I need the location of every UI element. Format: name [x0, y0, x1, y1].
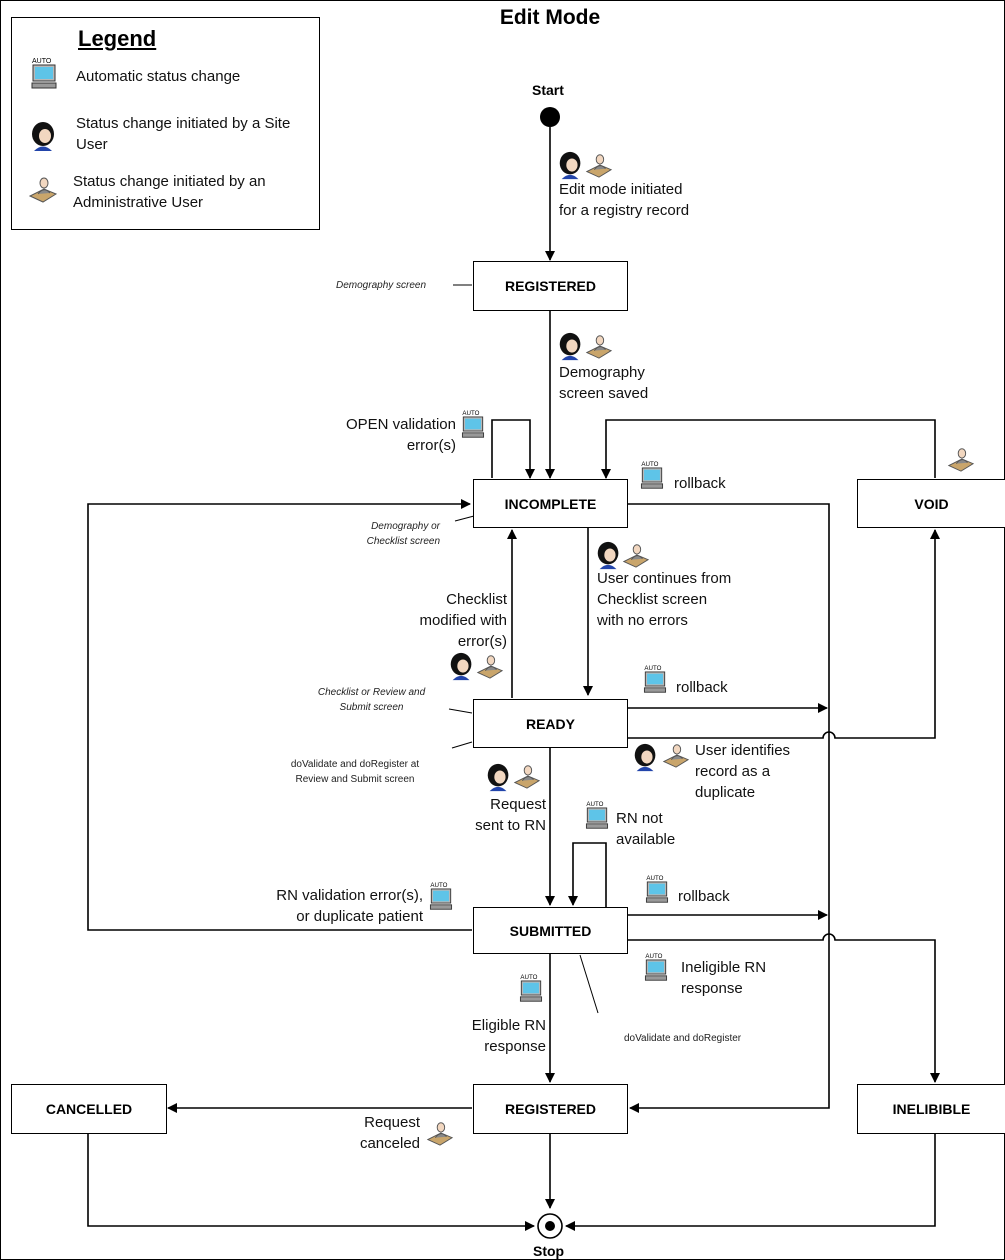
computer-icon: AUTO: [429, 882, 453, 910]
state-submitted: SUBMITTED: [473, 907, 628, 954]
label-user-continues: User continues from Checklist screen wit…: [597, 570, 732, 629]
svg-text:AUTO: AUTO: [646, 875, 663, 882]
label-rn-validation-error: RN validation error(s), or duplicate pat…: [276, 887, 423, 925]
label-user-identifies: User identifies record as a duplicate: [695, 742, 791, 801]
legend-title: Legend: [78, 26, 157, 51]
admin-user-icon: [585, 154, 613, 178]
svg-text:AUTO: AUTO: [430, 882, 447, 889]
state-incomplete: INCOMPLETE: [473, 479, 628, 528]
computer-icon: AUTO: [640, 461, 664, 489]
svg-text:AUTO: AUTO: [520, 974, 537, 981]
admin-user-icon: [28, 177, 58, 203]
label-checklist-modified: Checklist modified with error(s): [419, 591, 507, 650]
label-rollback-ready: rollback: [676, 679, 728, 696]
computer-icon: AUTO: [645, 875, 669, 903]
state-ready: READY: [473, 699, 628, 748]
admin-user-icon: [513, 765, 541, 789]
computer-icon: AUTO: [644, 953, 668, 981]
start-node: [540, 107, 560, 127]
legend-item-admin-user: Status change initiated by an Administra…: [73, 173, 266, 211]
state-cancelled: CANCELLED: [11, 1084, 167, 1134]
state-registered-bottom: REGISTERED: [473, 1084, 628, 1134]
diagram-title: Edit Mode: [499, 6, 601, 29]
label-rollback-incomplete: rollback: [674, 475, 726, 492]
label-rn-not-available: RN not available: [616, 810, 676, 848]
label-ineligible-response: Ineligible RN response: [681, 959, 767, 997]
note-dovalidate: doValidate and doRegister: [624, 1033, 742, 1044]
label-request-canceled: Request canceled: [359, 1114, 420, 1152]
svg-text:AUTO: AUTO: [641, 461, 658, 468]
site-user-icon: [32, 122, 54, 151]
svg-text:AUTO: AUTO: [32, 58, 52, 65]
admin-user-icon: [622, 544, 650, 568]
state-ineligible: INELIBIBLE: [857, 1084, 1005, 1134]
label-request-sent: Request sent to RN: [475, 796, 546, 834]
svg-text:AUTO: AUTO: [644, 665, 661, 672]
legend: Legend AUTO Automatic status change Stat…: [11, 17, 320, 230]
note-checklist-or-review: Checklist or Review and Submit screen: [317, 687, 426, 713]
site-user-icon: [597, 541, 619, 570]
start-label: Start: [532, 82, 564, 98]
stop-label: Stop: [533, 1243, 565, 1259]
site-user-icon: [634, 743, 656, 772]
legend-item-automatic: Automatic status change: [76, 68, 241, 85]
computer-icon: AUTO: [585, 801, 609, 829]
label-open-validation: OPEN validation error(s): [345, 416, 456, 454]
admin-user-icon: [426, 1122, 454, 1146]
note-dovalidate-review: doValidate and doRegister at Review and …: [290, 759, 420, 785]
label-rollback-submitted: rollback: [678, 888, 730, 905]
admin-user-icon: [585, 335, 613, 359]
admin-user-icon: [476, 655, 504, 679]
computer-icon: AUTO: [643, 665, 667, 693]
label-edit-mode-initiated: Edit mode initiated for a registry recor…: [559, 181, 690, 219]
label-eligible-response: Eligible RN response: [471, 1017, 546, 1055]
note-demography-screen: Demography screen: [336, 280, 427, 291]
computer-icon: AUTO: [519, 974, 543, 1002]
admin-user-icon: [662, 744, 690, 768]
site-user-icon: [559, 151, 581, 180]
svg-text:AUTO: AUTO: [586, 801, 603, 808]
site-user-icon: [559, 332, 581, 361]
state-registered-top: REGISTERED: [473, 261, 628, 311]
site-user-icon: [487, 763, 509, 792]
site-user-icon: [450, 652, 472, 681]
legend-item-site-user: Status change initiated by a Site User: [76, 115, 291, 153]
state-void: VOID: [857, 479, 1005, 528]
computer-icon: AUTO: [31, 58, 57, 89]
admin-user-icon: [947, 448, 975, 472]
computer-icon: AUTO: [461, 410, 485, 438]
svg-text:AUTO: AUTO: [462, 410, 479, 417]
note-demography-or-checklist: Demography or Checklist screen: [366, 521, 440, 547]
svg-text:AUTO: AUTO: [645, 953, 662, 960]
label-demography-saved: Demography screen saved: [559, 364, 649, 402]
